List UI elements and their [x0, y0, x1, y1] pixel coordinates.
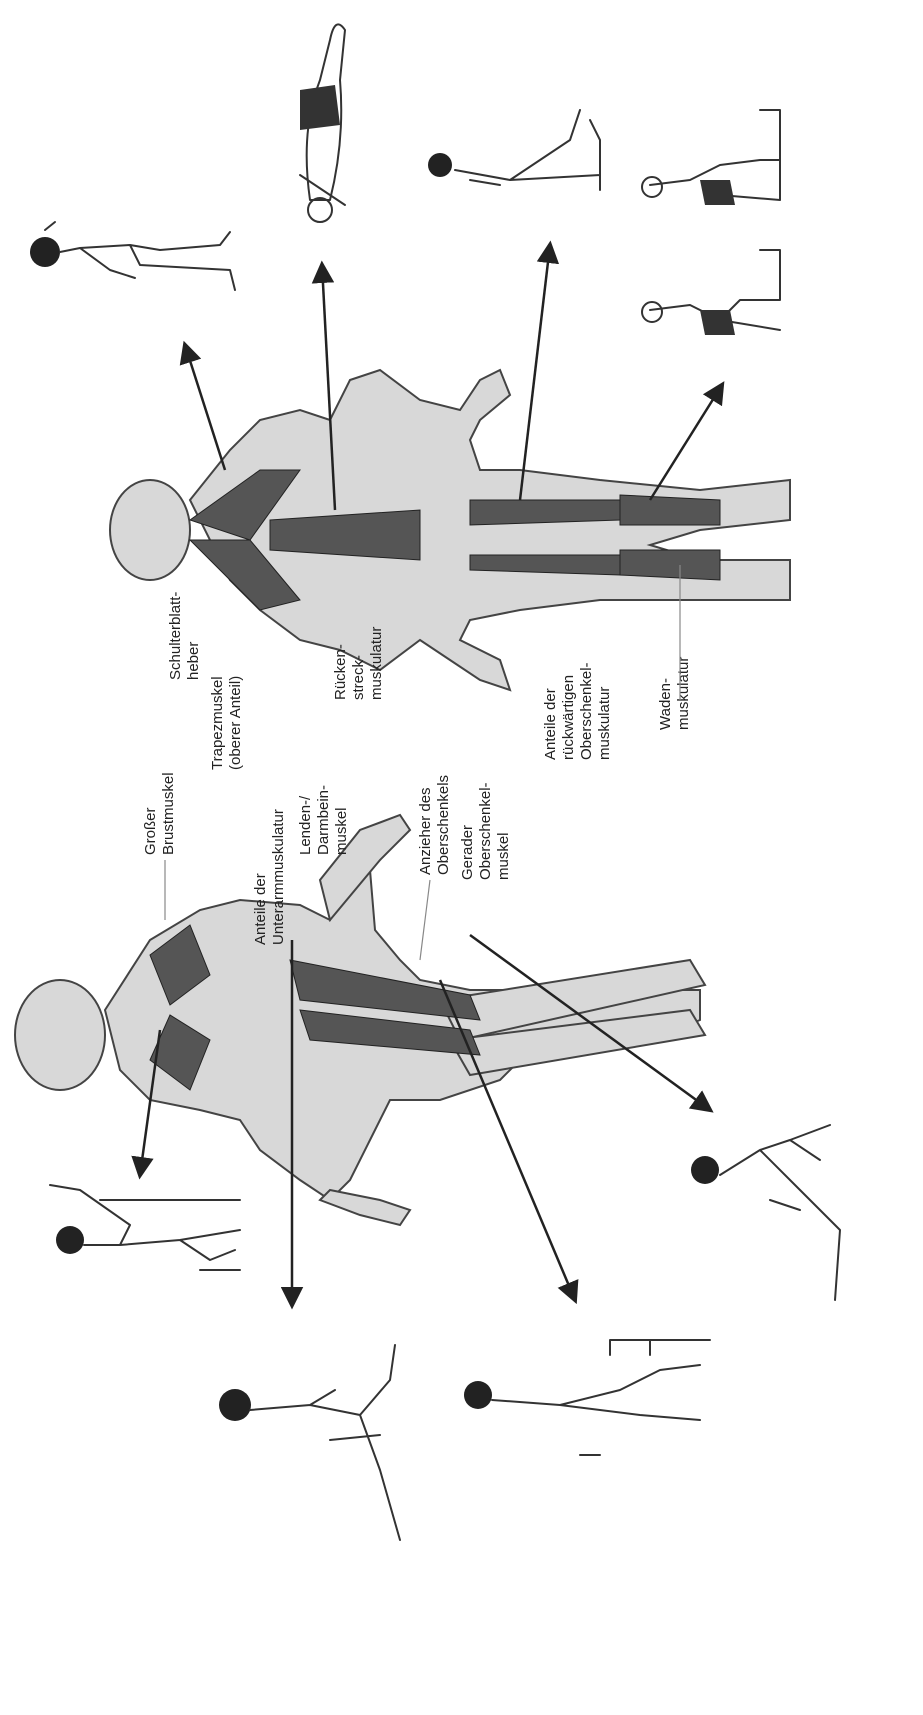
- front-head: [15, 980, 105, 1090]
- back-label-trapez: Trapezmuskel (oberer Anteil): [209, 676, 244, 770]
- front-body-figure: [15, 815, 705, 1225]
- svg-text:Brustmuskel: Brustmuskel: [160, 772, 177, 855]
- svg-text:Gerader: Gerader: [459, 825, 476, 880]
- arrow-calf: [650, 385, 722, 500]
- back-body-figure: [110, 370, 790, 690]
- svg-text:Anzieher des: Anzieher des: [417, 787, 434, 875]
- svg-text:Oberschenkel-: Oberschenkel-: [477, 782, 494, 880]
- back-calf-1: [620, 495, 720, 525]
- svg-text:Darmbein-: Darmbein-: [315, 785, 332, 855]
- back-label-waden: Waden- muskulatur: [657, 657, 692, 730]
- svg-text:muskel: muskel: [495, 832, 512, 880]
- exercise-adductor-stretch: [464, 1340, 710, 1455]
- exercise-calf-stretch-1: [642, 250, 780, 335]
- back-head: [110, 480, 190, 580]
- svg-text:Trapezmuskel: Trapezmuskel: [209, 676, 226, 770]
- front-label-brust: Großer Brustmuskel: [142, 772, 177, 855]
- svg-text:heber: heber: [185, 642, 202, 680]
- front-arm-lower: [320, 1190, 410, 1225]
- svg-text:muskulatur: muskulatur: [596, 687, 613, 760]
- svg-text:Oberschenkel-: Oberschenkel-: [578, 662, 595, 760]
- back-hamstring-1: [470, 500, 620, 525]
- front-label-lenden: Lenden-/ Darmbein- muskel: [297, 785, 350, 855]
- exercise-hamstring-stretch: [428, 110, 600, 190]
- front-label-unterarm: Anteile der Unterarmmuskulatur: [252, 809, 287, 945]
- front-label-gerader: Gerader Oberschenkel- muskel: [459, 782, 512, 880]
- exercise-psoas-stretch: [219, 1345, 400, 1540]
- svg-text:Großer: Großer: [142, 807, 159, 855]
- svg-text:Rücken-: Rücken-: [332, 644, 349, 700]
- exercise-shoulder-stretch: [30, 222, 235, 290]
- svg-text:muskulatur: muskulatur: [675, 657, 692, 730]
- arrow-shoulder: [185, 345, 225, 470]
- exercise-calf-stretch-2: [642, 110, 780, 205]
- front-label-anzieher: Anzieher des Oberschenkels: [417, 775, 452, 875]
- svg-text:Lenden-/: Lenden-/: [297, 795, 314, 855]
- svg-text:Oberschenkels: Oberschenkels: [435, 775, 452, 875]
- exercise-quad-stretch: [691, 1125, 840, 1300]
- svg-text:(oberer Anteil): (oberer Anteil): [227, 676, 244, 770]
- back-calf-2: [620, 550, 720, 580]
- back-label-ober: Anteile der rückwärtigen Oberschenkel- m…: [542, 662, 613, 760]
- leader-anzieher: [420, 880, 430, 960]
- back-label-schulter: Schulterblatt- heber: [167, 592, 202, 680]
- svg-text:muskulatur: muskulatur: [368, 627, 385, 700]
- svg-text:muskel: muskel: [333, 807, 350, 855]
- svg-text:Unterarmmuskulatur: Unterarmmuskulatur: [270, 809, 287, 945]
- svg-text:Waden-: Waden-: [657, 678, 674, 730]
- exercise-chest-stretch: [50, 1185, 240, 1270]
- exercise-back-stretch: [300, 24, 345, 222]
- svg-text:rückwärtigen: rückwärtigen: [560, 675, 577, 760]
- svg-text:streck-: streck-: [350, 655, 367, 700]
- arrow-hamstring: [520, 245, 550, 500]
- svg-text:Schulterblatt-: Schulterblatt-: [167, 592, 184, 680]
- svg-text:Anteile der: Anteile der: [542, 688, 559, 760]
- svg-text:Anteile der: Anteile der: [252, 873, 269, 945]
